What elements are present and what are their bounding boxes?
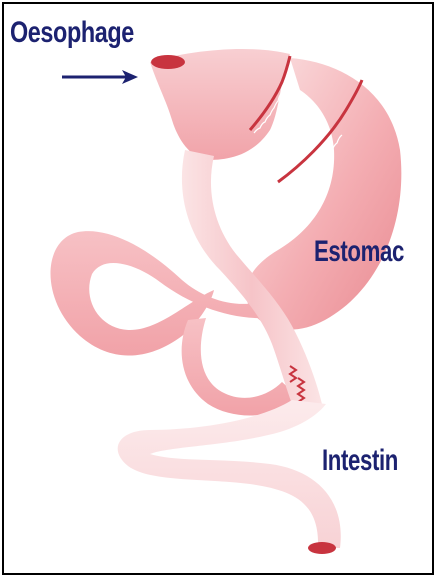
label-oesophage: Oesophage bbox=[10, 16, 134, 50]
oesophagus-opening bbox=[151, 55, 185, 69]
oesophagus-arrow bbox=[62, 70, 138, 84]
label-intestin: Intestin bbox=[322, 444, 398, 478]
biliopancreatic-loop bbox=[51, 231, 269, 355]
common-channel bbox=[118, 400, 341, 548]
intestine-end-opening bbox=[308, 542, 336, 554]
label-estomac: Estomac bbox=[314, 235, 404, 269]
